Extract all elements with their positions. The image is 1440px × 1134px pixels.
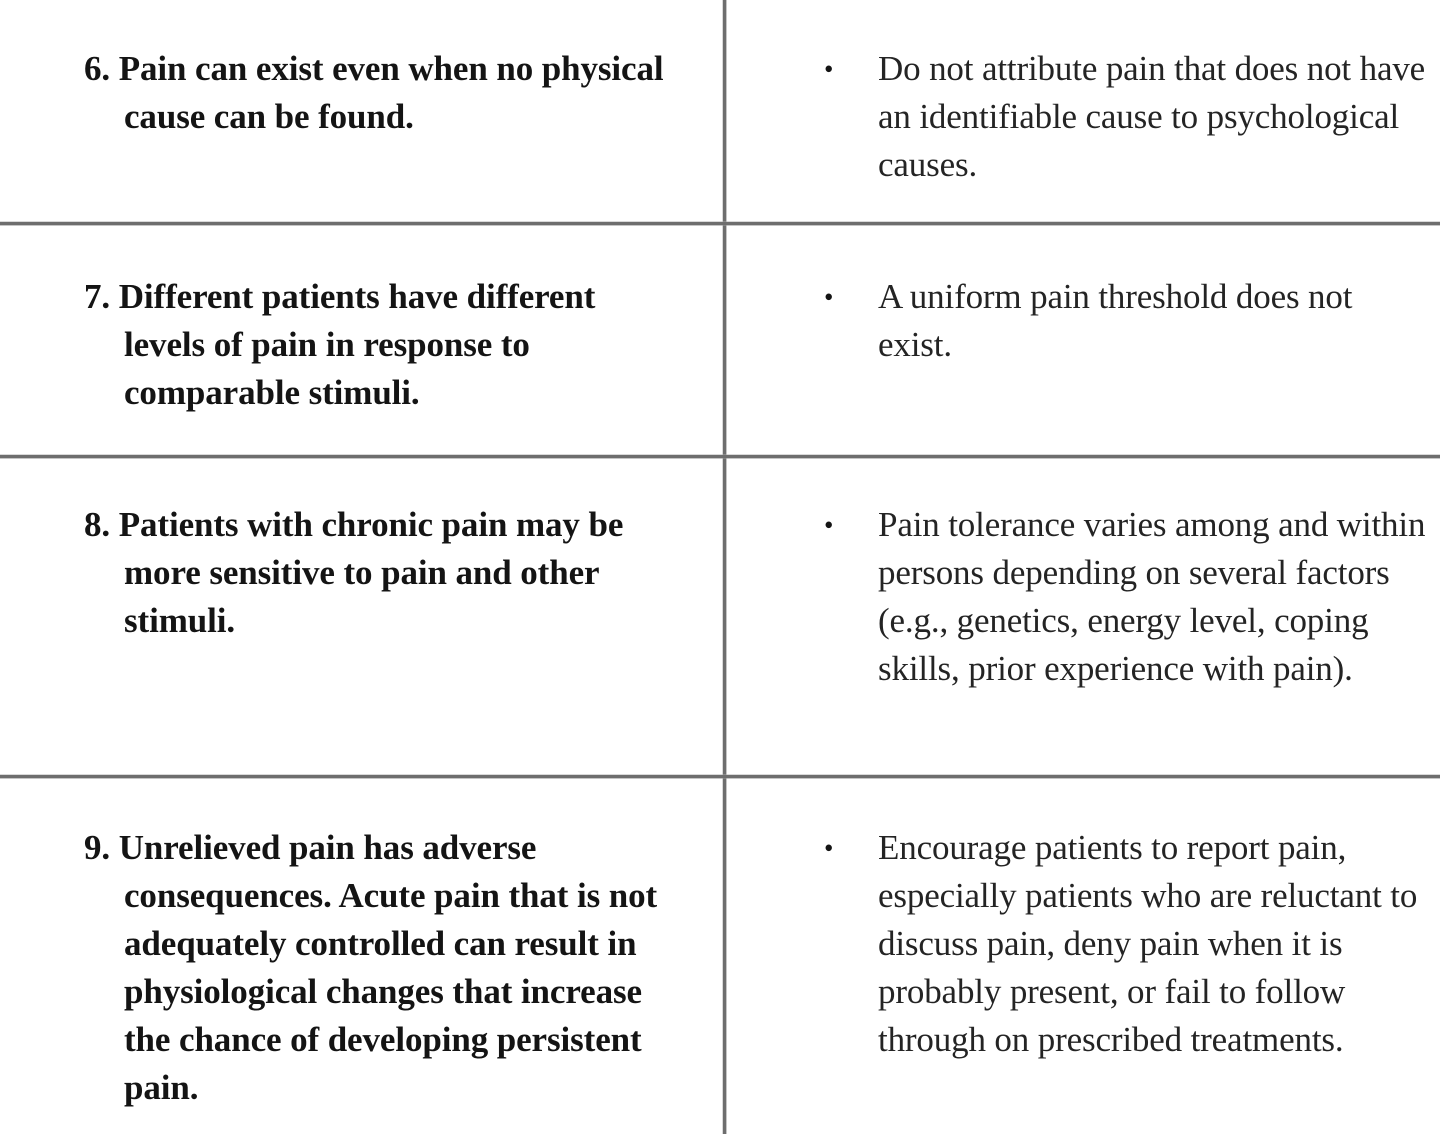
principle-cell: 7. Different patients have different lev…: [0, 273, 723, 417]
principle-cell: 9. Unrelieved pain has adverse consequen…: [0, 824, 723, 1112]
guidance-bullet-item: • Do not attribute pain that does not hav…: [726, 45, 1440, 189]
table-row: 8. Patients with chronic pain may be mor…: [0, 458, 1440, 775]
guidance-cell: • Do not attribute pain that does not hav…: [726, 45, 1440, 189]
bullet-icon: •: [824, 833, 834, 863]
principle-body: Patients with chronic pain may be more s…: [118, 505, 624, 640]
guidance-bullet-item: • A uniform pain threshold does not exist…: [726, 273, 1440, 369]
guidance-bullet-item: • Encourage patients to report pain, espe…: [726, 824, 1440, 1064]
principle-body: Unrelieved pain has adverse consequences…: [118, 828, 658, 1107]
row-divider: [0, 455, 1440, 458]
principle-text: 9. Unrelieved pain has adverse consequen…: [0, 824, 723, 1112]
principle-cell: 6. Pain can exist even when no physical …: [0, 45, 723, 141]
principle-number: 8.: [84, 505, 111, 544]
row-divider: [0, 775, 1440, 778]
principle-text: 7. Different patients have different lev…: [0, 273, 723, 417]
principle-text: 8. Patients with chronic pain may be mor…: [0, 501, 723, 645]
table-row: 9. Unrelieved pain has adverse consequen…: [0, 778, 1440, 1134]
guidance-text: Encourage patients to report pain, espec…: [878, 828, 1418, 1059]
bullet-icon: •: [824, 282, 834, 312]
principle-cell: 8. Patients with chronic pain may be mor…: [0, 501, 723, 645]
table-row: 7. Different patients have different lev…: [0, 225, 1440, 455]
bullet-icon: •: [824, 510, 834, 540]
principle-text: 6. Pain can exist even when no physical …: [0, 45, 723, 141]
principle-number: 7.: [84, 277, 111, 316]
principle-number: 9.: [84, 828, 111, 867]
bullet-icon: •: [824, 54, 834, 84]
guidance-text: A uniform pain threshold does not exist.: [878, 277, 1353, 364]
principle-body: Different patients have different levels…: [118, 277, 596, 412]
principle-number: 6.: [84, 49, 111, 88]
guidance-text: Pain tolerance varies among and within p…: [878, 505, 1426, 688]
guidance-cell: • Encourage patients to report pain, espe…: [726, 824, 1440, 1064]
guidance-text: Do not attribute pain that does not have…: [878, 49, 1426, 184]
guidance-cell: • Pain tolerance varies among and within …: [726, 501, 1440, 693]
guidance-bullet-item: • Pain tolerance varies among and within …: [726, 501, 1440, 693]
column-divider: [723, 0, 726, 1134]
principle-body: Pain can exist even when no physical cau…: [118, 49, 664, 136]
row-divider: [0, 222, 1440, 225]
table-row: 6. Pain can exist even when no physical …: [0, 0, 1440, 222]
guidance-cell: • A uniform pain threshold does not exist…: [726, 273, 1440, 369]
